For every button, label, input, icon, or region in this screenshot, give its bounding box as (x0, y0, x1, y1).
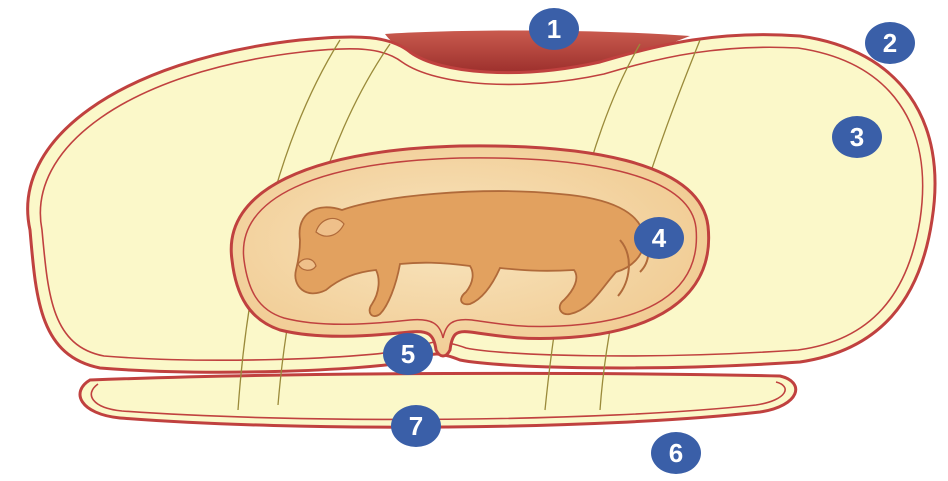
marker-6-label: 6 (669, 438, 683, 468)
marker-5-label: 5 (401, 339, 415, 369)
marker-3-label: 3 (850, 122, 864, 152)
marker-2: 2 (865, 22, 915, 64)
marker-5: 5 (383, 333, 433, 375)
marker-7-label: 7 (409, 411, 423, 441)
marker-4-label: 4 (652, 223, 667, 253)
marker-6: 6 (651, 432, 701, 474)
marker-1: 1 (529, 8, 579, 50)
marker-2-label: 2 (883, 28, 897, 58)
marker-4: 4 (634, 217, 684, 259)
marker-3: 3 (832, 116, 882, 158)
marker-7: 7 (391, 405, 441, 447)
marker-1-label: 1 (547, 14, 561, 44)
